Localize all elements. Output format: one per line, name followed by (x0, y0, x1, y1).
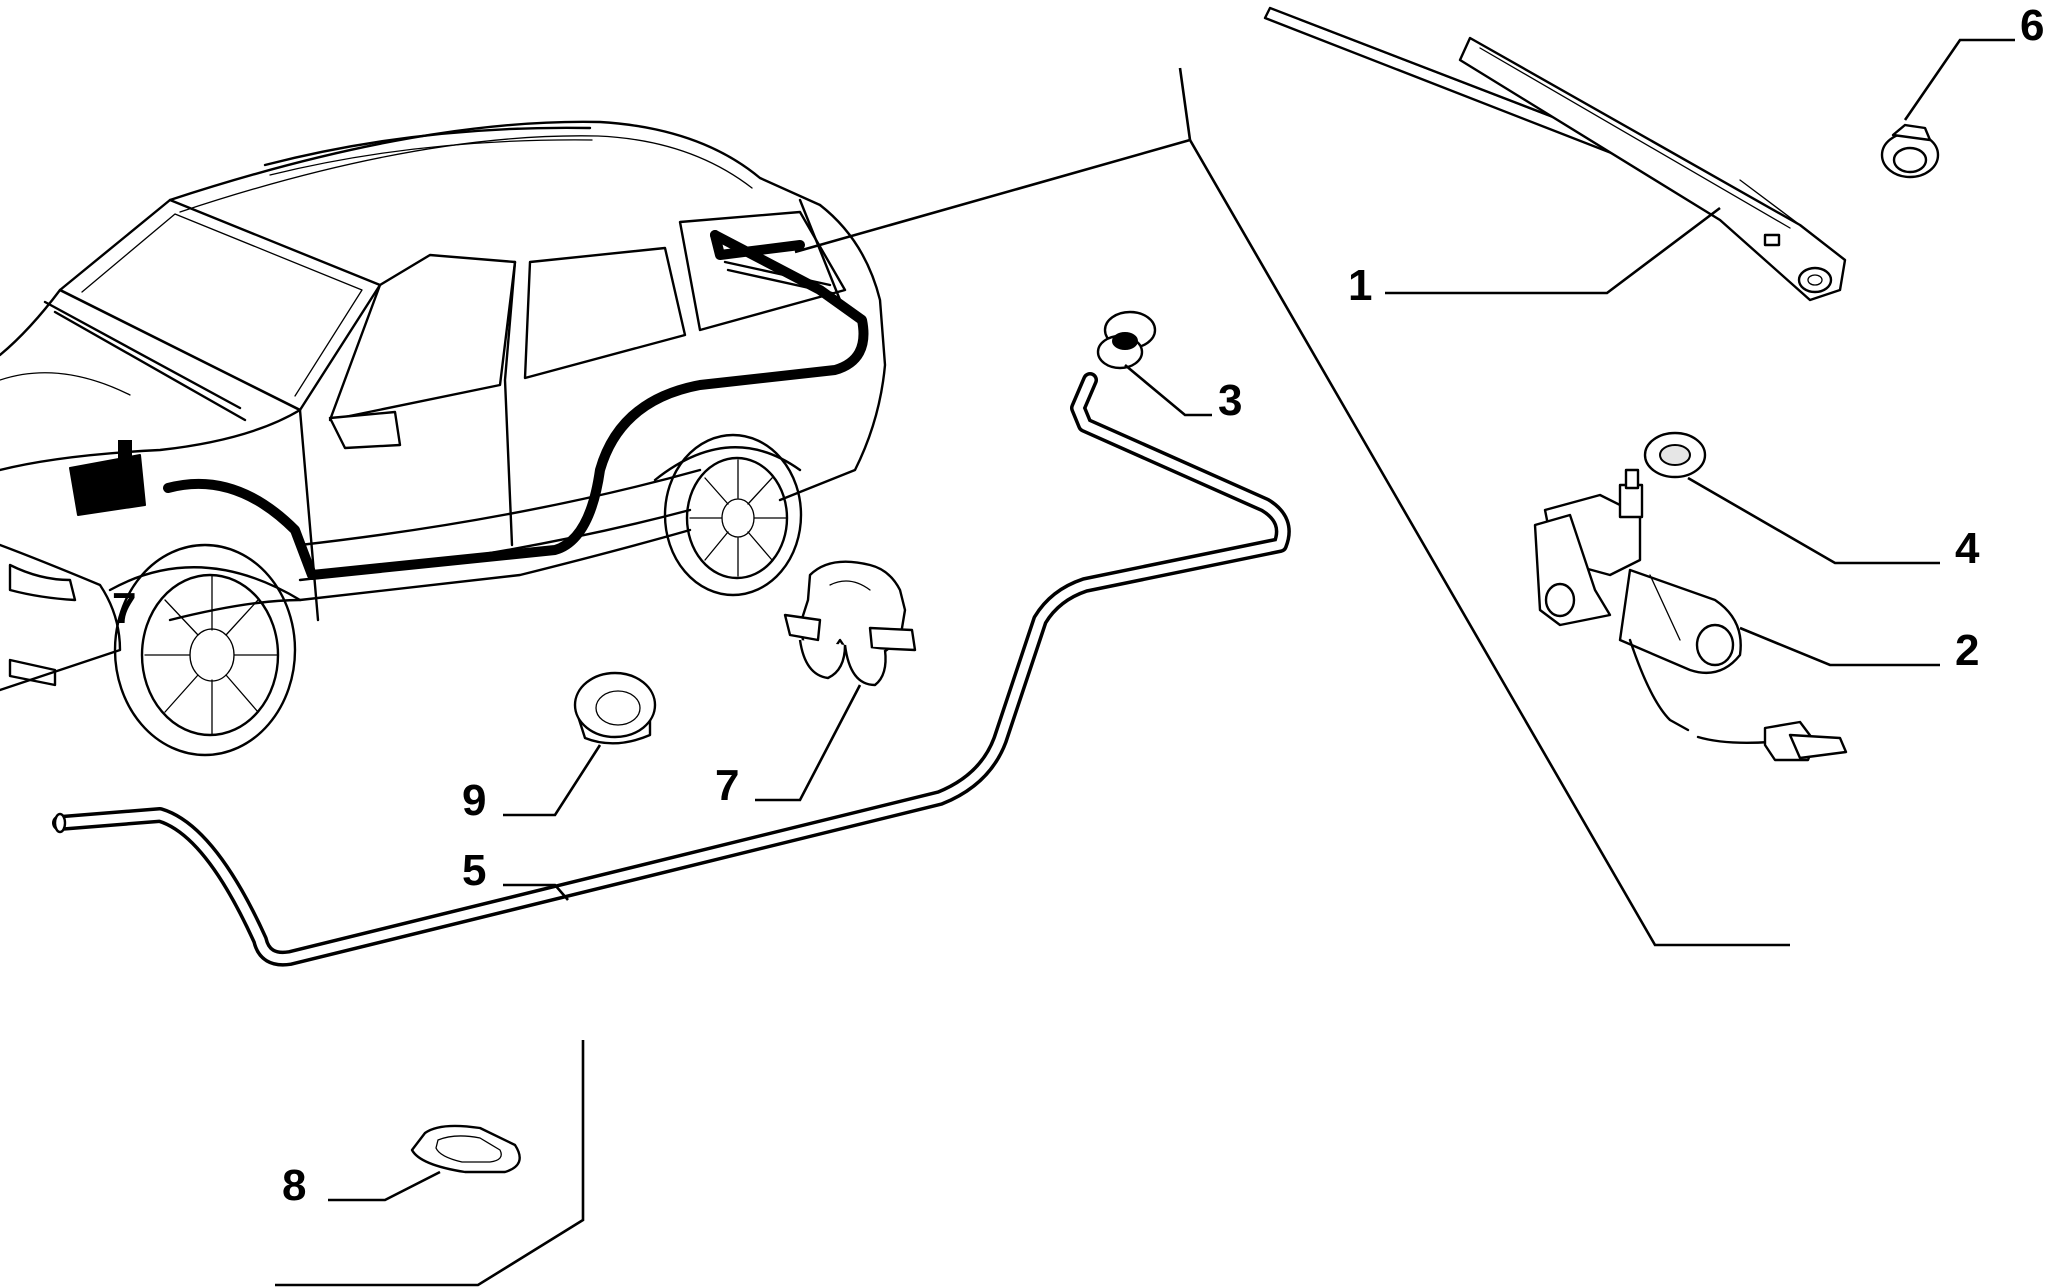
wiper-motor (1533, 468, 1848, 762)
callout-1: 1 (1348, 261, 1372, 310)
callout-2: 2 (1955, 626, 1979, 675)
oval-grommet (410, 1124, 521, 1174)
callout-6: 6 (2020, 1, 2044, 50)
callout-5: 5 (462, 846, 486, 895)
leader-1 (1385, 206, 1721, 295)
callout-3: 3 (1218, 376, 1242, 425)
part8-bracket-line (275, 1040, 585, 1287)
leader-8 (328, 1170, 441, 1202)
car-illustration (0, 120, 887, 757)
callout-4: 4 (1955, 524, 1980, 573)
callout-7-clip: 7 (715, 761, 739, 810)
tailgate-pointer-line (794, 67, 1192, 254)
leader-3 (1124, 364, 1212, 417)
washer-nozzle (1096, 310, 1157, 370)
leader-5 (503, 883, 569, 901)
wiper-arm-and-blade (1263, 6, 1847, 302)
callout-9: 9 (462, 776, 486, 825)
washer-hose (52, 372, 1291, 967)
leader-4 (1687, 476, 1940, 565)
hose-clip (783, 560, 917, 687)
group-bracket-line (1188, 139, 1790, 947)
grommet-plug (573, 671, 657, 745)
seal-washer (1643, 431, 1707, 479)
leader-7 (755, 684, 862, 802)
nut-part (1880, 123, 1940, 179)
leader-2 (1739, 626, 1940, 667)
leader-6 (1903, 38, 2015, 121)
callout-7-car: 7 (112, 584, 136, 633)
leader-9 (503, 744, 602, 817)
callout-8: 8 (282, 1161, 306, 1210)
